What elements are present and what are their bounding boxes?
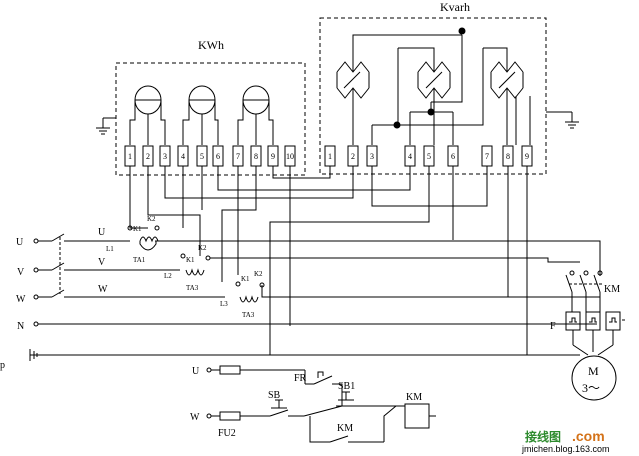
fuse-fu2-label: FU2	[218, 428, 236, 439]
motor: M 3～	[571, 355, 617, 401]
kwh-meter: KWh 1 2 3 4 5 6 7 8 9 10	[96, 38, 306, 176]
phase-v-input-label: V	[17, 267, 25, 278]
kwh-terminal-label: 5	[200, 152, 204, 161]
kvarh-meter: Kvarh	[319, 0, 579, 175]
kwh-terminal-label: 4	[181, 152, 185, 161]
phase-u-wire-label: U	[98, 227, 106, 238]
ta3-k2-label: K2	[254, 270, 263, 278]
fr-contact: FR	[294, 370, 342, 385]
kwh-ground-icon	[96, 117, 116, 135]
kwh-element-3	[237, 85, 274, 145]
thermal-relay-fr: F	[550, 311, 625, 356]
kvarh-terminal-label: 1	[328, 152, 332, 161]
control-phase-w-label: W	[190, 412, 200, 423]
line-l2-label: L2	[164, 272, 172, 280]
kvarh-terminal-label: 3	[370, 152, 374, 161]
watermark-site-dot: .com	[572, 428, 605, 444]
kvarh-terminal-label: 5	[427, 152, 431, 161]
kvarh-meter-label: Kvarh	[440, 0, 470, 14]
ta2-k1-label: K1	[186, 256, 195, 264]
kvarh-terminal-label: 7	[485, 152, 489, 161]
phase-v-wire-label: V	[98, 257, 106, 268]
ta2-k2-label: K2	[198, 244, 207, 252]
ta3-label: TA3	[242, 311, 255, 319]
main-switch	[51, 233, 130, 298]
ta1-k1-label: K1	[133, 225, 142, 233]
junction-dot	[427, 108, 435, 116]
kvarh-terminal-label: 9	[525, 152, 529, 161]
fuse-fu2-icon	[219, 411, 241, 421]
kvarh-internal-wiring	[371, 27, 531, 145]
kvarh-ground-icon	[546, 111, 579, 129]
kwh-terminal-label: 7	[236, 152, 240, 161]
motor-symbol	[571, 355, 617, 401]
meter-wiring	[129, 166, 528, 355]
phase-w-input-label: W	[16, 294, 26, 305]
line-l1-label: L1	[106, 245, 114, 253]
line-l3-label: L3	[220, 300, 228, 308]
kvarh-terminal-block: 1 2 3 4 5 6 7 8 9	[324, 145, 533, 167]
fr-label: FR	[294, 373, 307, 384]
kwh-terminal-block: 1 2 3 4 5 6 7 8 9 10	[124, 145, 296, 167]
kwh-terminal-label: 9	[271, 152, 275, 161]
kvarh-element-1	[336, 34, 462, 145]
kwh-terminal-label: 8	[254, 152, 258, 161]
ct-ta1: K1 K2 TA1	[127, 215, 160, 264]
kwh-element-2	[182, 85, 219, 145]
ta3-k1-label: K1	[241, 275, 250, 283]
kwh-terminal-label: 2	[146, 152, 150, 161]
pe-label: p	[0, 360, 5, 371]
kwh-terminal-label: 3	[163, 152, 167, 161]
contactor-km-label: KM	[604, 284, 620, 295]
motor-letter: M	[588, 364, 599, 378]
km-coil: KM	[396, 392, 436, 429]
ta1-k2-label: K2	[147, 215, 156, 223]
ct-ta2: K1 K2 TA3	[180, 244, 211, 292]
sb-label: SB	[268, 390, 281, 401]
kwh-meter-enclosure	[115, 62, 306, 176]
km-aux-contact: KM	[309, 405, 397, 443]
kvarh-meter-enclosure	[319, 17, 547, 175]
junction-dot	[393, 121, 401, 129]
kwh-terminal-label: 1	[128, 152, 132, 161]
watermark: 接线图 .com jmichen.blog.163.com	[521, 428, 610, 454]
sb-start-button: SB	[262, 390, 343, 417]
control-phase-u-label: U	[192, 366, 200, 377]
kwh-element-1	[129, 85, 166, 145]
ct-ta3: K1 K2 TA3	[235, 270, 265, 319]
kvarh-terminal-label: 8	[506, 152, 510, 161]
kvarh-terminal-label: 4	[408, 152, 412, 161]
kwh-terminal-label: 6	[216, 152, 220, 161]
km-coil-icon	[404, 403, 430, 429]
main-contactor-km: KM	[565, 270, 620, 312]
kvarh-element-3	[483, 47, 524, 145]
motor-phase-label: 3～	[582, 381, 600, 395]
fuse-u-icon	[219, 365, 241, 375]
ta1-label: TA1	[133, 256, 146, 264]
kvarh-terminal-label: 2	[351, 152, 355, 161]
incoming-bus: U V W N p U V W L1 L2 L3	[0, 227, 601, 371]
fuse-side-label: F	[550, 321, 556, 332]
sb1-label: SB1	[338, 381, 355, 392]
ta2-label: TA3	[186, 284, 199, 292]
kvarh-terminal-label: 6	[451, 152, 455, 161]
km-coil-label: KM	[406, 392, 422, 403]
kwh-terminal-label: 10	[286, 152, 294, 161]
control-circuit: U W FU2 FR SB1	[190, 365, 436, 443]
junction-dot	[458, 27, 466, 35]
km-aux-label: KM	[337, 423, 353, 434]
watermark-blog: jmichen.blog.163.com	[521, 444, 610, 454]
neutral-label: N	[17, 321, 24, 332]
kwh-meter-label: KWh	[198, 38, 224, 52]
watermark-site-cn: 接线图	[525, 429, 561, 444]
sb1-stop-button: SB1	[336, 381, 396, 407]
kvarh-element-2	[398, 47, 451, 145]
phase-w-wire-label: W	[98, 284, 108, 295]
phase-u-input-label: U	[16, 237, 24, 248]
